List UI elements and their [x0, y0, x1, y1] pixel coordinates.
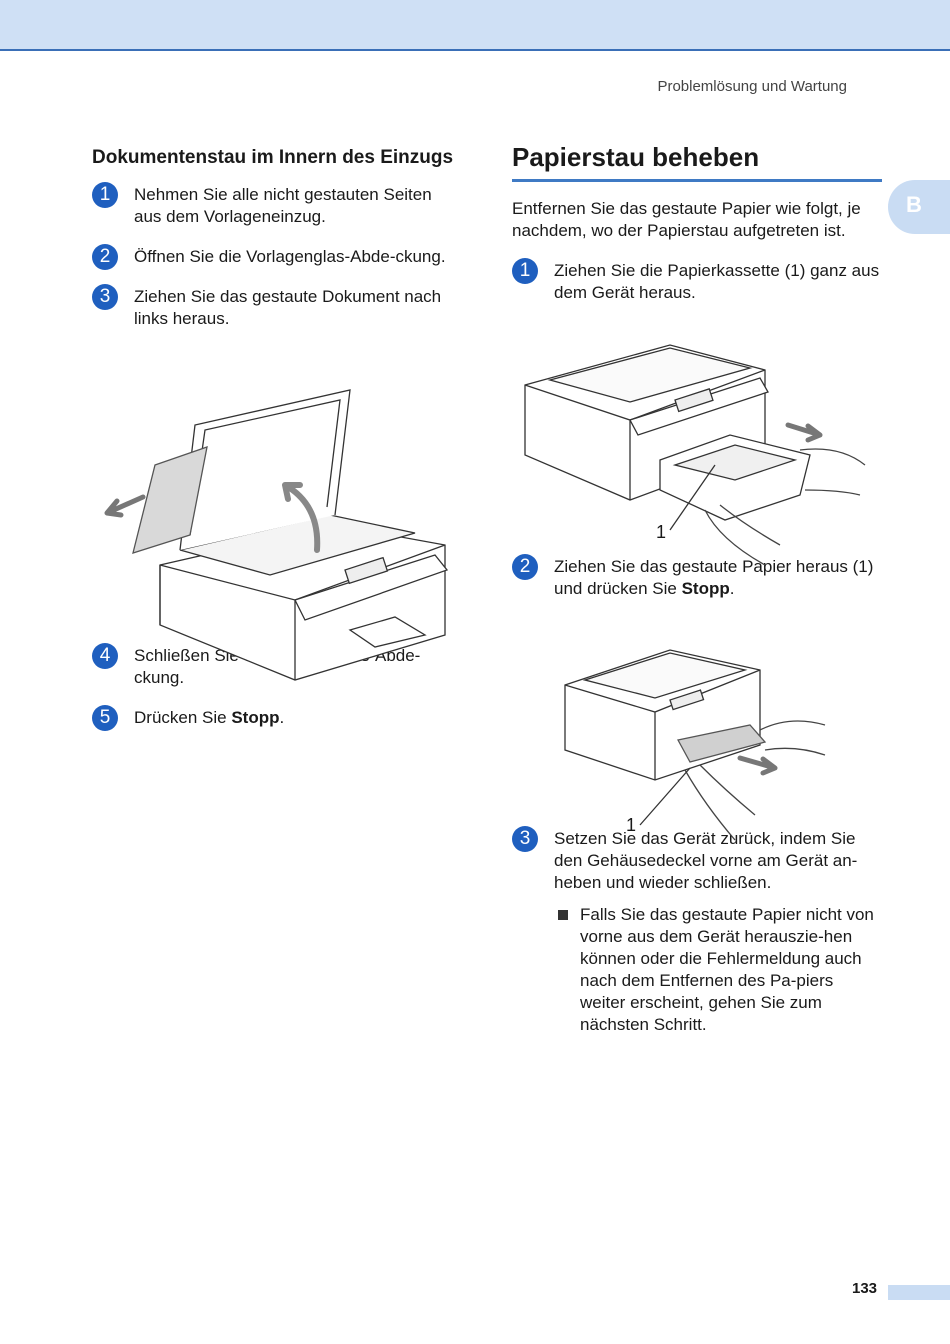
step-text: Nehmen Sie alle nicht gestauten Seiten a…	[134, 185, 432, 226]
chapter-tab-label: B	[906, 192, 922, 217]
step-number: 4	[92, 643, 118, 669]
step-number: 3	[92, 284, 118, 310]
left-step-5: 5 Drücken Sie Stopp.	[92, 705, 462, 731]
step-text: Ziehen Sie das gestaute Dokument nach li…	[134, 287, 442, 328]
step-text: Setzen Sie das Gerät zurück, indem Sie d…	[554, 829, 858, 892]
callout-paper: 1	[626, 815, 637, 835]
section-heading-document-jam: Dokumentenstau im Innern des Einzugs	[92, 147, 454, 168]
right-column: Papierstau beheben Entfernen Sie das ges…	[512, 142, 882, 1036]
right-step-2: 2 Ziehen Sie das gestaute Papier heraus …	[512, 554, 882, 600]
header-band	[0, 0, 950, 51]
footer-bar	[888, 1285, 950, 1300]
step-text: Ziehen Sie das gestaute Papier heraus (1…	[554, 557, 874, 598]
right-step-1: 1 Ziehen Sie die Papierkassette (1) ganz…	[512, 258, 882, 304]
left-step-1: 1 Nehmen Sie alle nicht gestauten Seiten…	[92, 182, 462, 228]
section-heading-paper-jam: Papierstau beheben	[512, 142, 882, 182]
step-number: 5	[92, 705, 118, 731]
left-column: Dokumentenstau im Innern des Einzugs 1 N…	[92, 145, 462, 731]
bullet-square-icon	[558, 910, 568, 920]
bullet-text: Falls Sie das gestaute Papier nicht von …	[580, 905, 874, 1034]
illustration-remove-paper-tray	[520, 330, 880, 570]
running-title: Problemlösung und Wartung	[657, 78, 847, 95]
step-number: 1	[92, 182, 118, 208]
left-step-2: 2 Öffnen Sie die Vorlagenglas-Abde-ckung…	[92, 244, 462, 270]
step-text: Drücken Sie Stopp.	[134, 708, 285, 727]
chapter-tab: B	[888, 180, 950, 234]
illustration-remove-jammed-paper	[560, 640, 840, 850]
left-step-3: 3 Ziehen Sie das gestaute Dokument nach …	[92, 284, 462, 330]
step-number: 1	[512, 258, 538, 284]
illustration-open-scanner-cover	[95, 385, 455, 685]
page-number: 133	[852, 1280, 878, 1297]
step-number: 2	[92, 244, 118, 270]
step-text: Öffnen Sie die Vorlagenglas-Abde-ckung.	[134, 247, 446, 266]
note-bullet: Falls Sie das gestaute Papier nicht von …	[554, 904, 882, 1036]
callout-tray: 1	[656, 522, 667, 542]
step-text: Ziehen Sie die Papierkassette (1) ganz a…	[554, 261, 880, 302]
intro-paragraph: Entfernen Sie das gestaute Papier wie fo…	[512, 199, 861, 240]
right-step-3: 3 Setzen Sie das Gerät zurück, indem Sie…	[512, 826, 882, 894]
step-number: 2	[512, 554, 538, 580]
step-number: 3	[512, 826, 538, 852]
